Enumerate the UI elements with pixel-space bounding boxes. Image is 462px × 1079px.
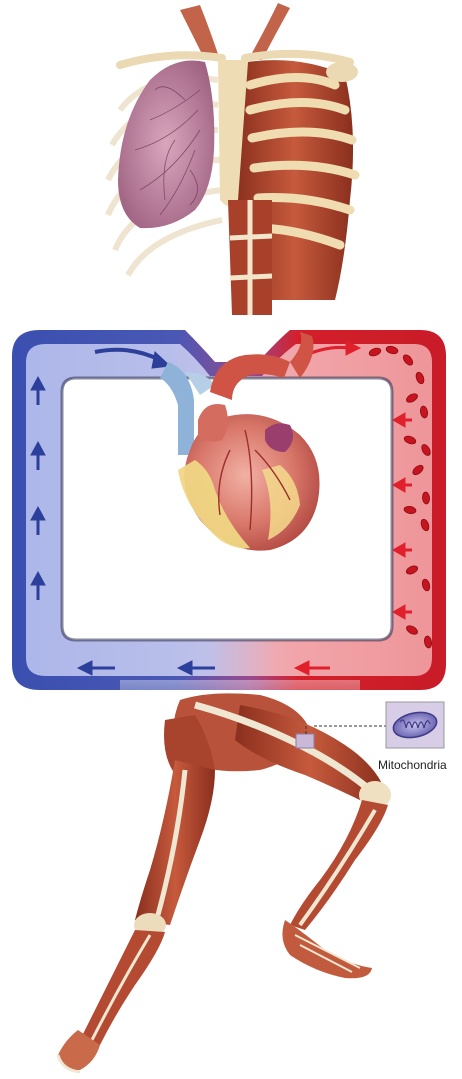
lung bbox=[118, 60, 214, 228]
muscle-sample-box bbox=[296, 734, 314, 748]
mitochondria-label: Mitochondria bbox=[378, 758, 462, 772]
shoulder-right bbox=[326, 62, 358, 82]
rib-cage bbox=[108, 3, 358, 315]
front-shin-tendon bbox=[300, 810, 375, 925]
front-foot bbox=[282, 920, 372, 978]
running-leg-muscles bbox=[58, 693, 391, 1072]
clavicle-left bbox=[120, 55, 222, 65]
back-shin-tendon bbox=[92, 935, 150, 1040]
back-shin bbox=[80, 930, 165, 1045]
